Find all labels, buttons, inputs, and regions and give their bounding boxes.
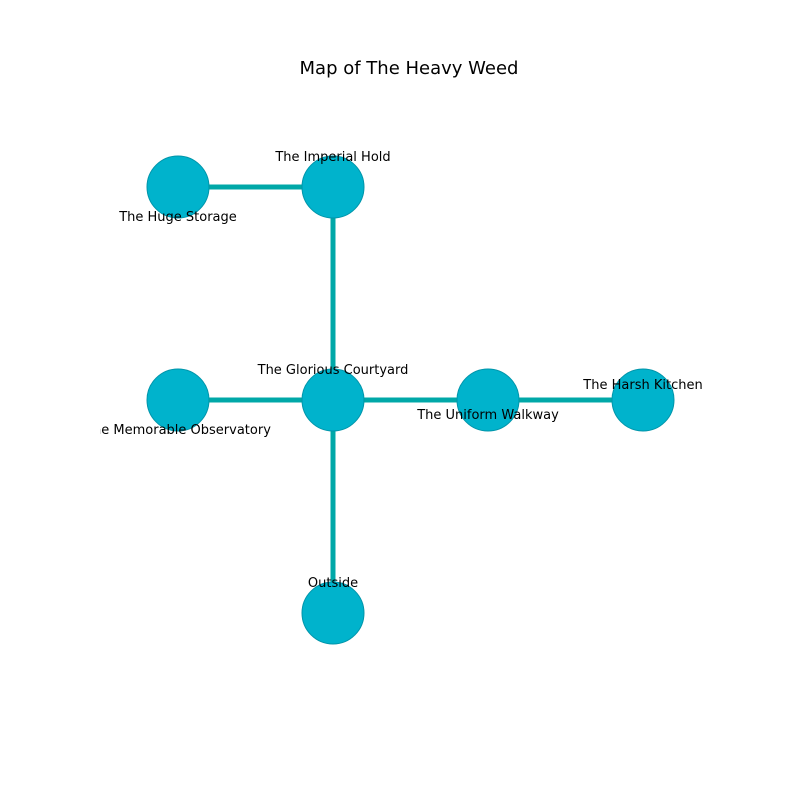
- room-node-memorable-observatory: [146, 368, 210, 432]
- room-node-imperial-hold: [301, 155, 365, 219]
- connections-layer: [178, 184, 643, 613]
- room-label-memorable-observatory: The Memorable Observatory: [84, 423, 271, 438]
- room-node-huge-storage: [146, 155, 210, 219]
- room-node-glorious-courtyard: [301, 368, 365, 432]
- room-node-harsh-kitchen: [611, 368, 675, 432]
- room-node-outside: [301, 581, 365, 645]
- room-label-glorious-courtyard: The Glorious Courtyard: [257, 363, 409, 378]
- map-title: Map of The Heavy Weed: [300, 58, 519, 79]
- room-node-uniform-walkway: [456, 368, 520, 432]
- room-label-imperial-hold: The Imperial Hold: [274, 150, 390, 165]
- rooms-layer: [146, 155, 675, 645]
- room-label-huge-storage: The Huge Storage: [118, 210, 237, 225]
- room-label-harsh-kitchen: The Harsh Kitchen: [582, 378, 702, 393]
- room-label-outside: Outside: [308, 576, 358, 591]
- room-label-uniform-walkway: The Uniform Walkway: [416, 408, 559, 423]
